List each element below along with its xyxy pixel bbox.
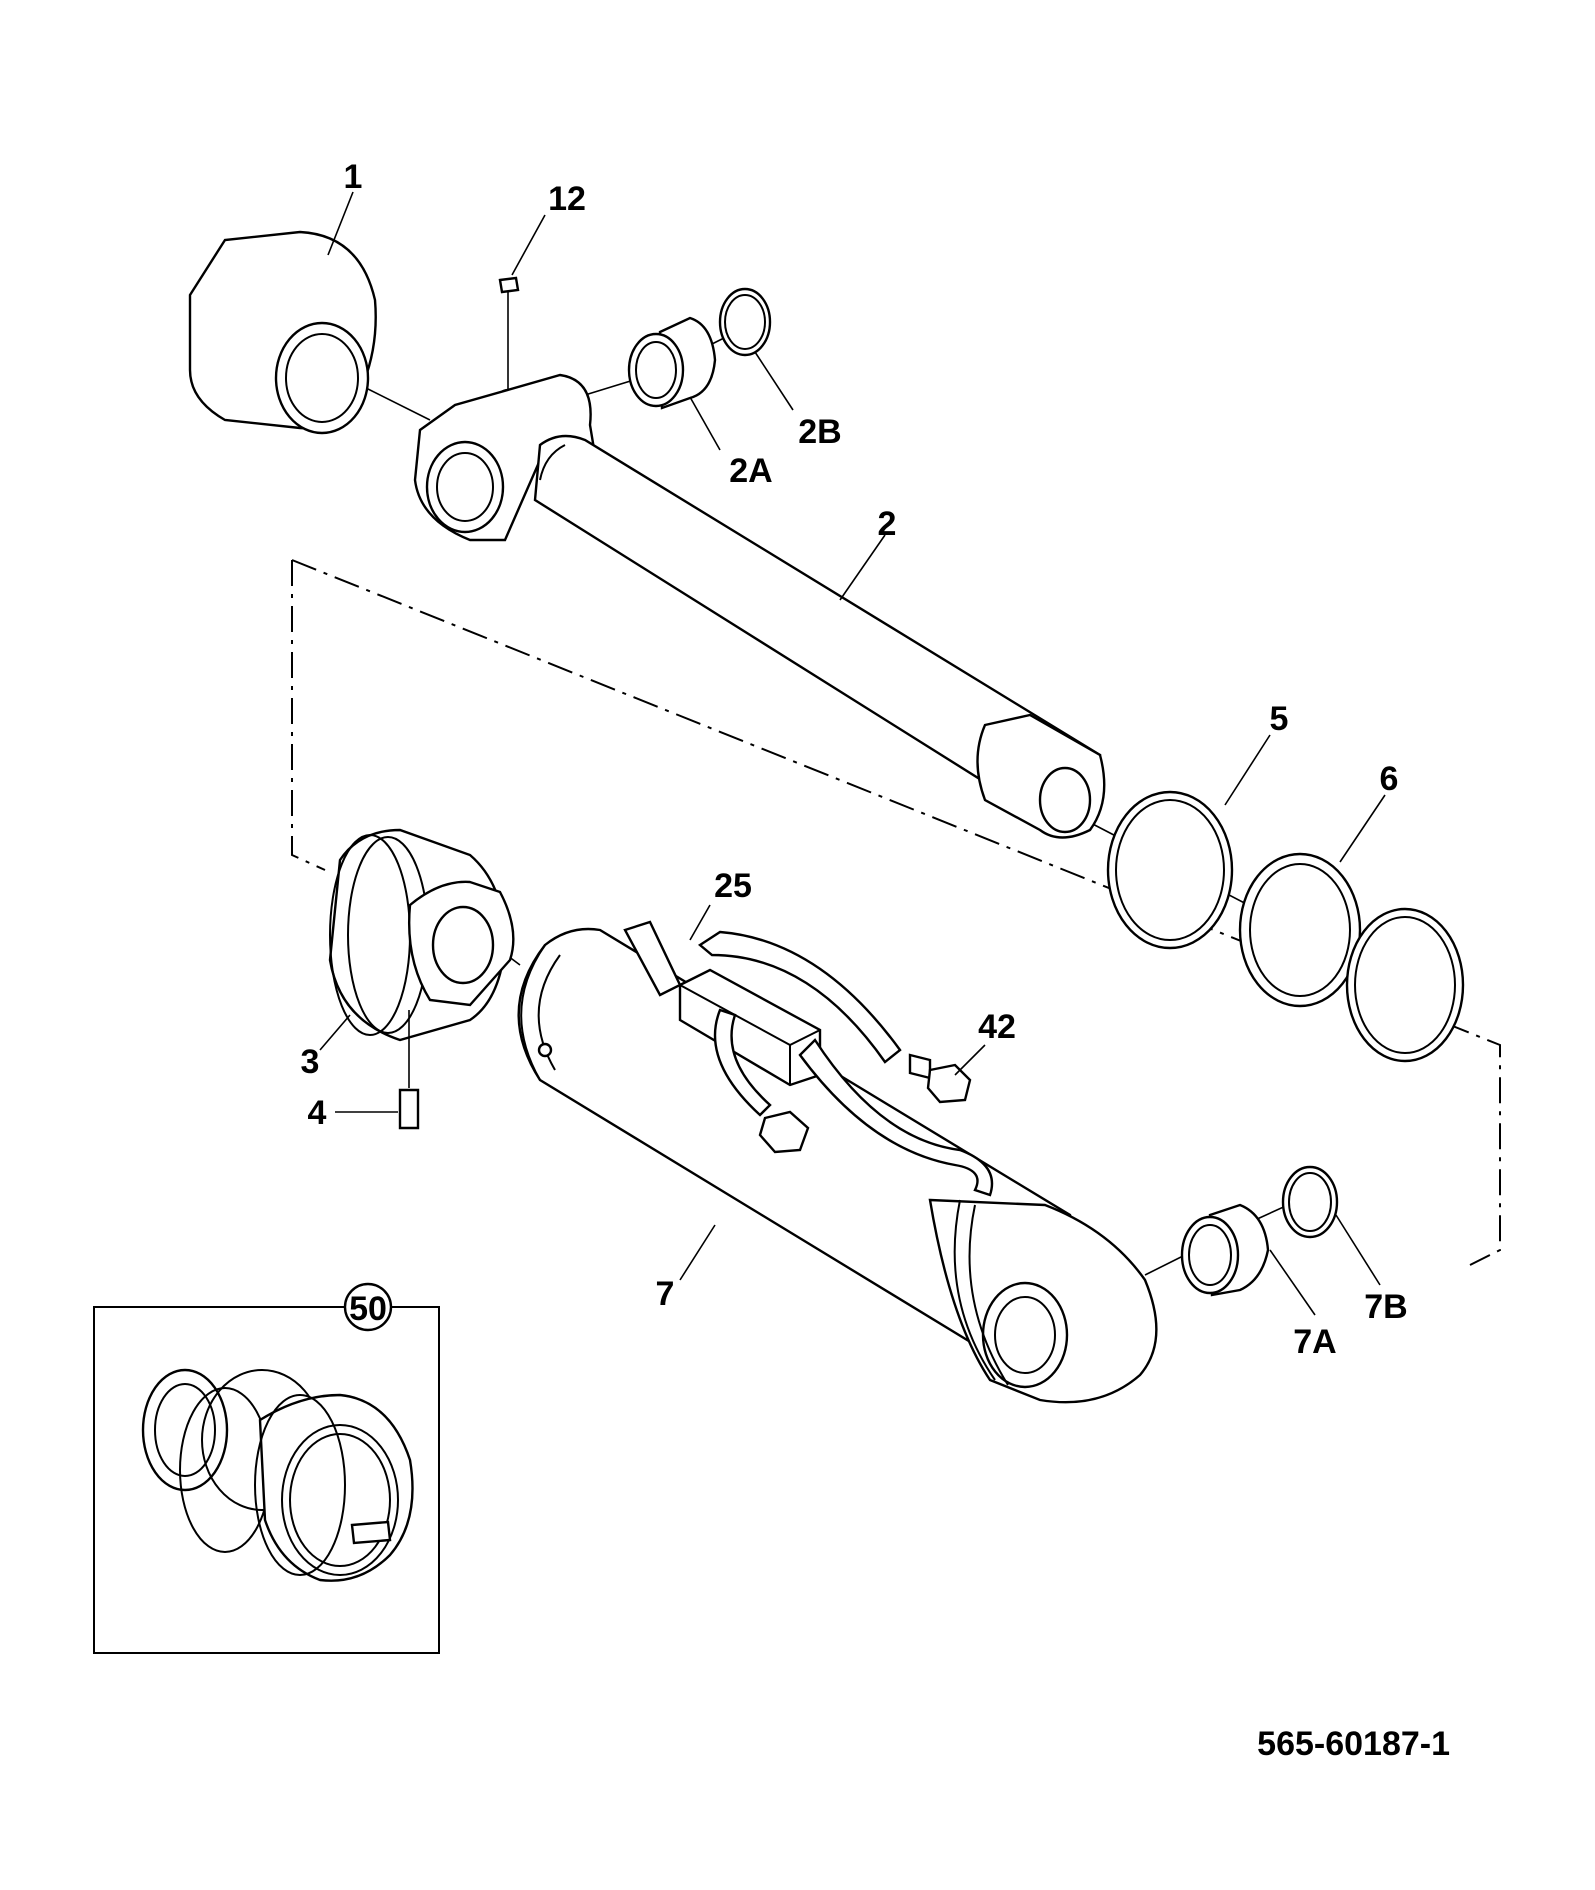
callout-4: 4 (308, 1094, 327, 1132)
callout-50: 50 (349, 1290, 387, 1328)
part-3-gland (328, 828, 515, 1042)
callout-2A: 2A (729, 452, 772, 490)
assembly-path-lines (291, 559, 1501, 1266)
callout-25: 25 (714, 867, 752, 905)
callout-12: 12 (548, 180, 586, 218)
callout-6: 6 (1380, 760, 1399, 798)
callout-2: 2 (878, 505, 897, 543)
part-5-seal (1106, 790, 1234, 950)
part-2-piston-rod (413, 373, 1106, 839)
callout-7: 7 (656, 1275, 675, 1313)
part-wear-ring (1345, 907, 1465, 1063)
part-2A-bushing (627, 316, 717, 410)
callout-42: 42 (978, 1008, 1016, 1046)
callout-7B: 7B (1364, 1288, 1407, 1326)
part-6-seal (1238, 852, 1362, 1008)
drawing-code: 565-60187-1 (1257, 1725, 1450, 1763)
callout-2B: 2B (798, 413, 841, 451)
part-50-seal-kit-inset (93, 1282, 440, 1654)
part-1-end-cap (188, 230, 377, 435)
callout-5: 5 (1270, 700, 1289, 738)
callout-7A: 7A (1293, 1323, 1336, 1361)
callout-labels: 1 12 2B 2A 2 5 6 25 42 3 4 7 7A 7B 50 (301, 158, 1408, 1361)
callout-1: 1 (344, 158, 363, 196)
part-2B-ring (718, 287, 772, 357)
part-4-pin (398, 1010, 420, 1130)
part-7B-ring (1281, 1165, 1339, 1239)
part-25-valve-block (623, 920, 994, 1197)
part-7A-bushing (1180, 1203, 1270, 1297)
callout-3: 3 (301, 1043, 320, 1081)
part-12-grease-fitting (497, 276, 521, 404)
leader-lines (319, 191, 1386, 1316)
